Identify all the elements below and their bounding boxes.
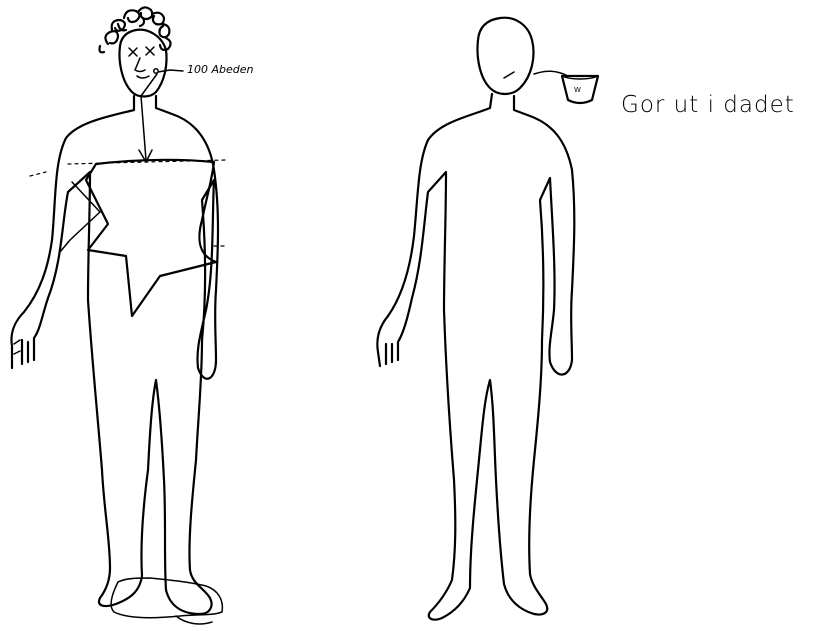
left-face [129, 47, 158, 78]
annotation-label: 100 Abeden [187, 63, 254, 76]
cup-label: W [574, 86, 581, 94]
right-annotation-label: Gor ut i dadet [621, 92, 795, 118]
right-body-outline [377, 94, 574, 620]
left-hand-detail [14, 340, 20, 354]
arrow-to-chest [139, 74, 157, 162]
left-body-outline [12, 96, 219, 614]
right-head [478, 18, 534, 94]
left-head [120, 30, 167, 97]
cup-icon: W [562, 76, 598, 103]
right-figure: W Gor ut i dadet [377, 18, 794, 620]
annotation-line [158, 70, 183, 72]
torso-dashed-lines [30, 160, 226, 246]
chest-star-shape [86, 160, 216, 316]
face-mark [504, 72, 514, 78]
left-figure: 100 Abeden [12, 7, 254, 624]
